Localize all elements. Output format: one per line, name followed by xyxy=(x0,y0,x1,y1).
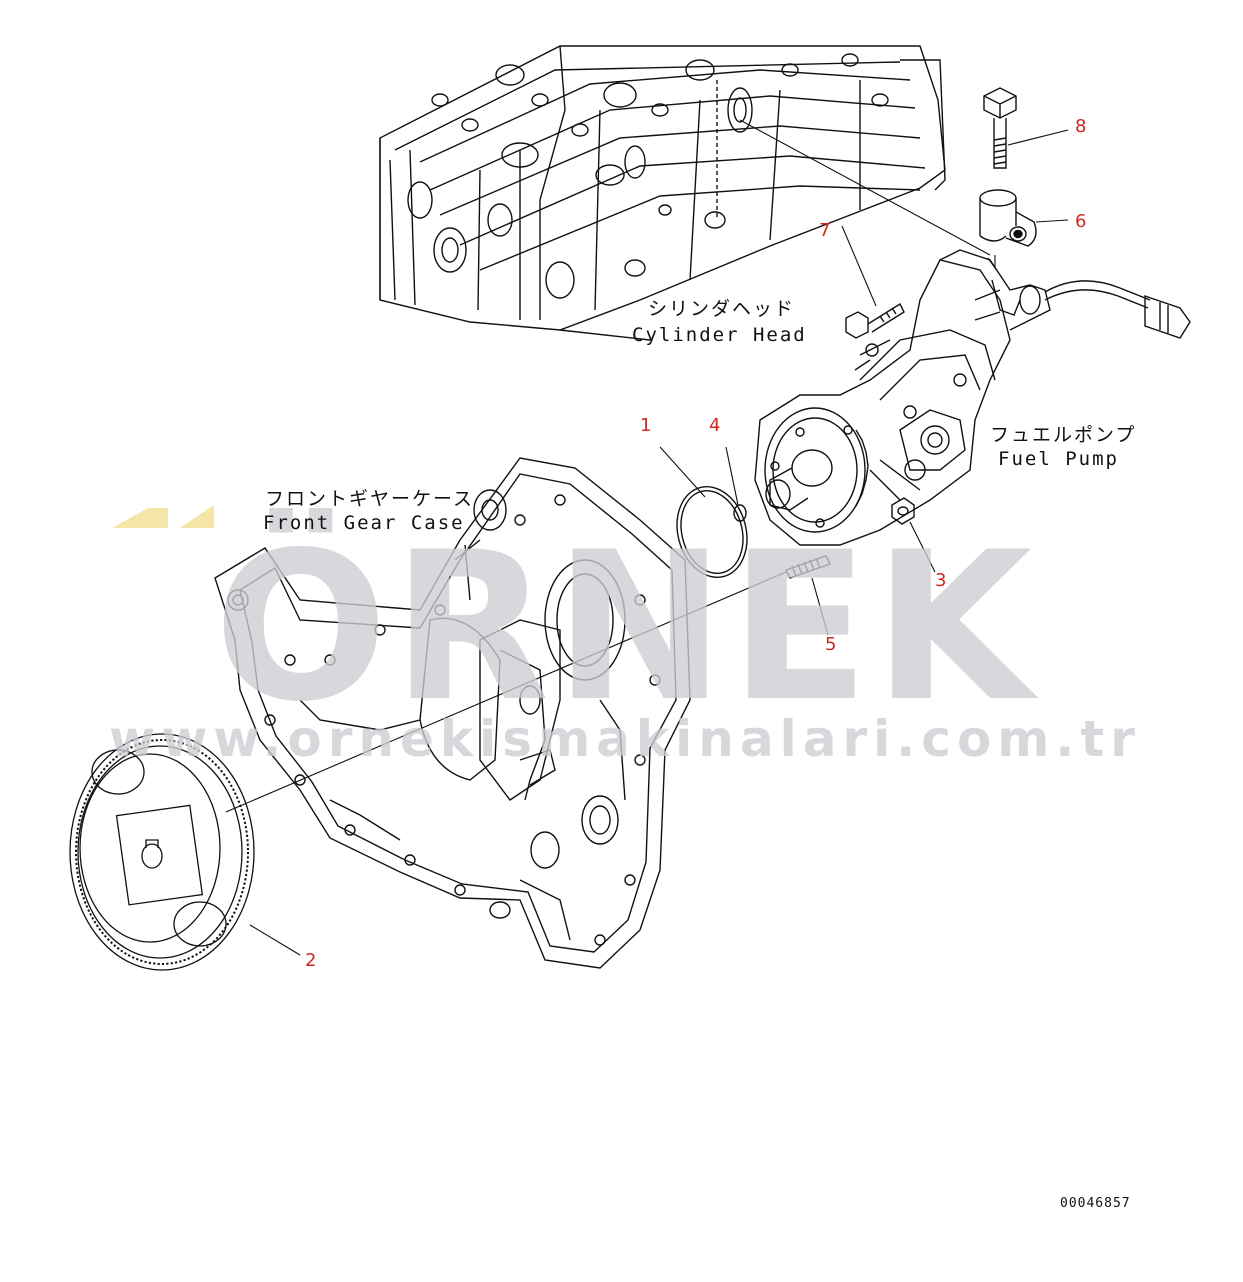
callout-6: 6 xyxy=(1075,211,1087,232)
bracket-part-6 xyxy=(979,189,1037,247)
watermark-brand: ÖRNEK xyxy=(213,509,1037,747)
callout-7: 7 xyxy=(819,220,831,241)
stud-part-5 xyxy=(785,555,831,579)
bolt-part-7 xyxy=(845,302,905,339)
leader-lines xyxy=(225,119,1069,956)
callout-5: 5 xyxy=(825,634,837,655)
callout-8: 8 xyxy=(1075,116,1087,137)
o-ring-part-4 xyxy=(733,504,747,522)
fuel-pump xyxy=(754,249,1191,546)
nut-part-3 xyxy=(891,497,915,525)
label-front-gear-case-en: Front Gear Case xyxy=(263,512,465,534)
o-ring-part-1 xyxy=(676,486,748,578)
watermark-accent-left xyxy=(112,508,168,528)
front-gear-case xyxy=(214,457,691,969)
callout-2: 2 xyxy=(305,950,317,971)
drawing-number: 00046857 xyxy=(1060,1196,1131,1211)
bolt-part-8 xyxy=(983,87,1017,169)
label-fuel-pump-en: Fuel Pump xyxy=(998,448,1119,470)
label-cylinder-head-en: Cylinder Head xyxy=(632,324,807,346)
label-front-gear-case-jp: フロントギヤーケース xyxy=(265,488,475,510)
gear-part-2 xyxy=(69,733,255,971)
label-cylinder-head-jp: シリンダヘッド xyxy=(648,298,796,320)
callout-3: 3 xyxy=(935,570,947,591)
watermark-accent-right xyxy=(180,506,214,528)
callout-4: 4 xyxy=(709,415,721,436)
watermark-url: www.ornekismakinalari.com.tr xyxy=(109,710,1141,768)
label-fuel-pump-jp: フュエルポンプ xyxy=(990,424,1137,446)
callout-1: 1 xyxy=(640,415,652,436)
cylinder-head xyxy=(379,45,946,341)
